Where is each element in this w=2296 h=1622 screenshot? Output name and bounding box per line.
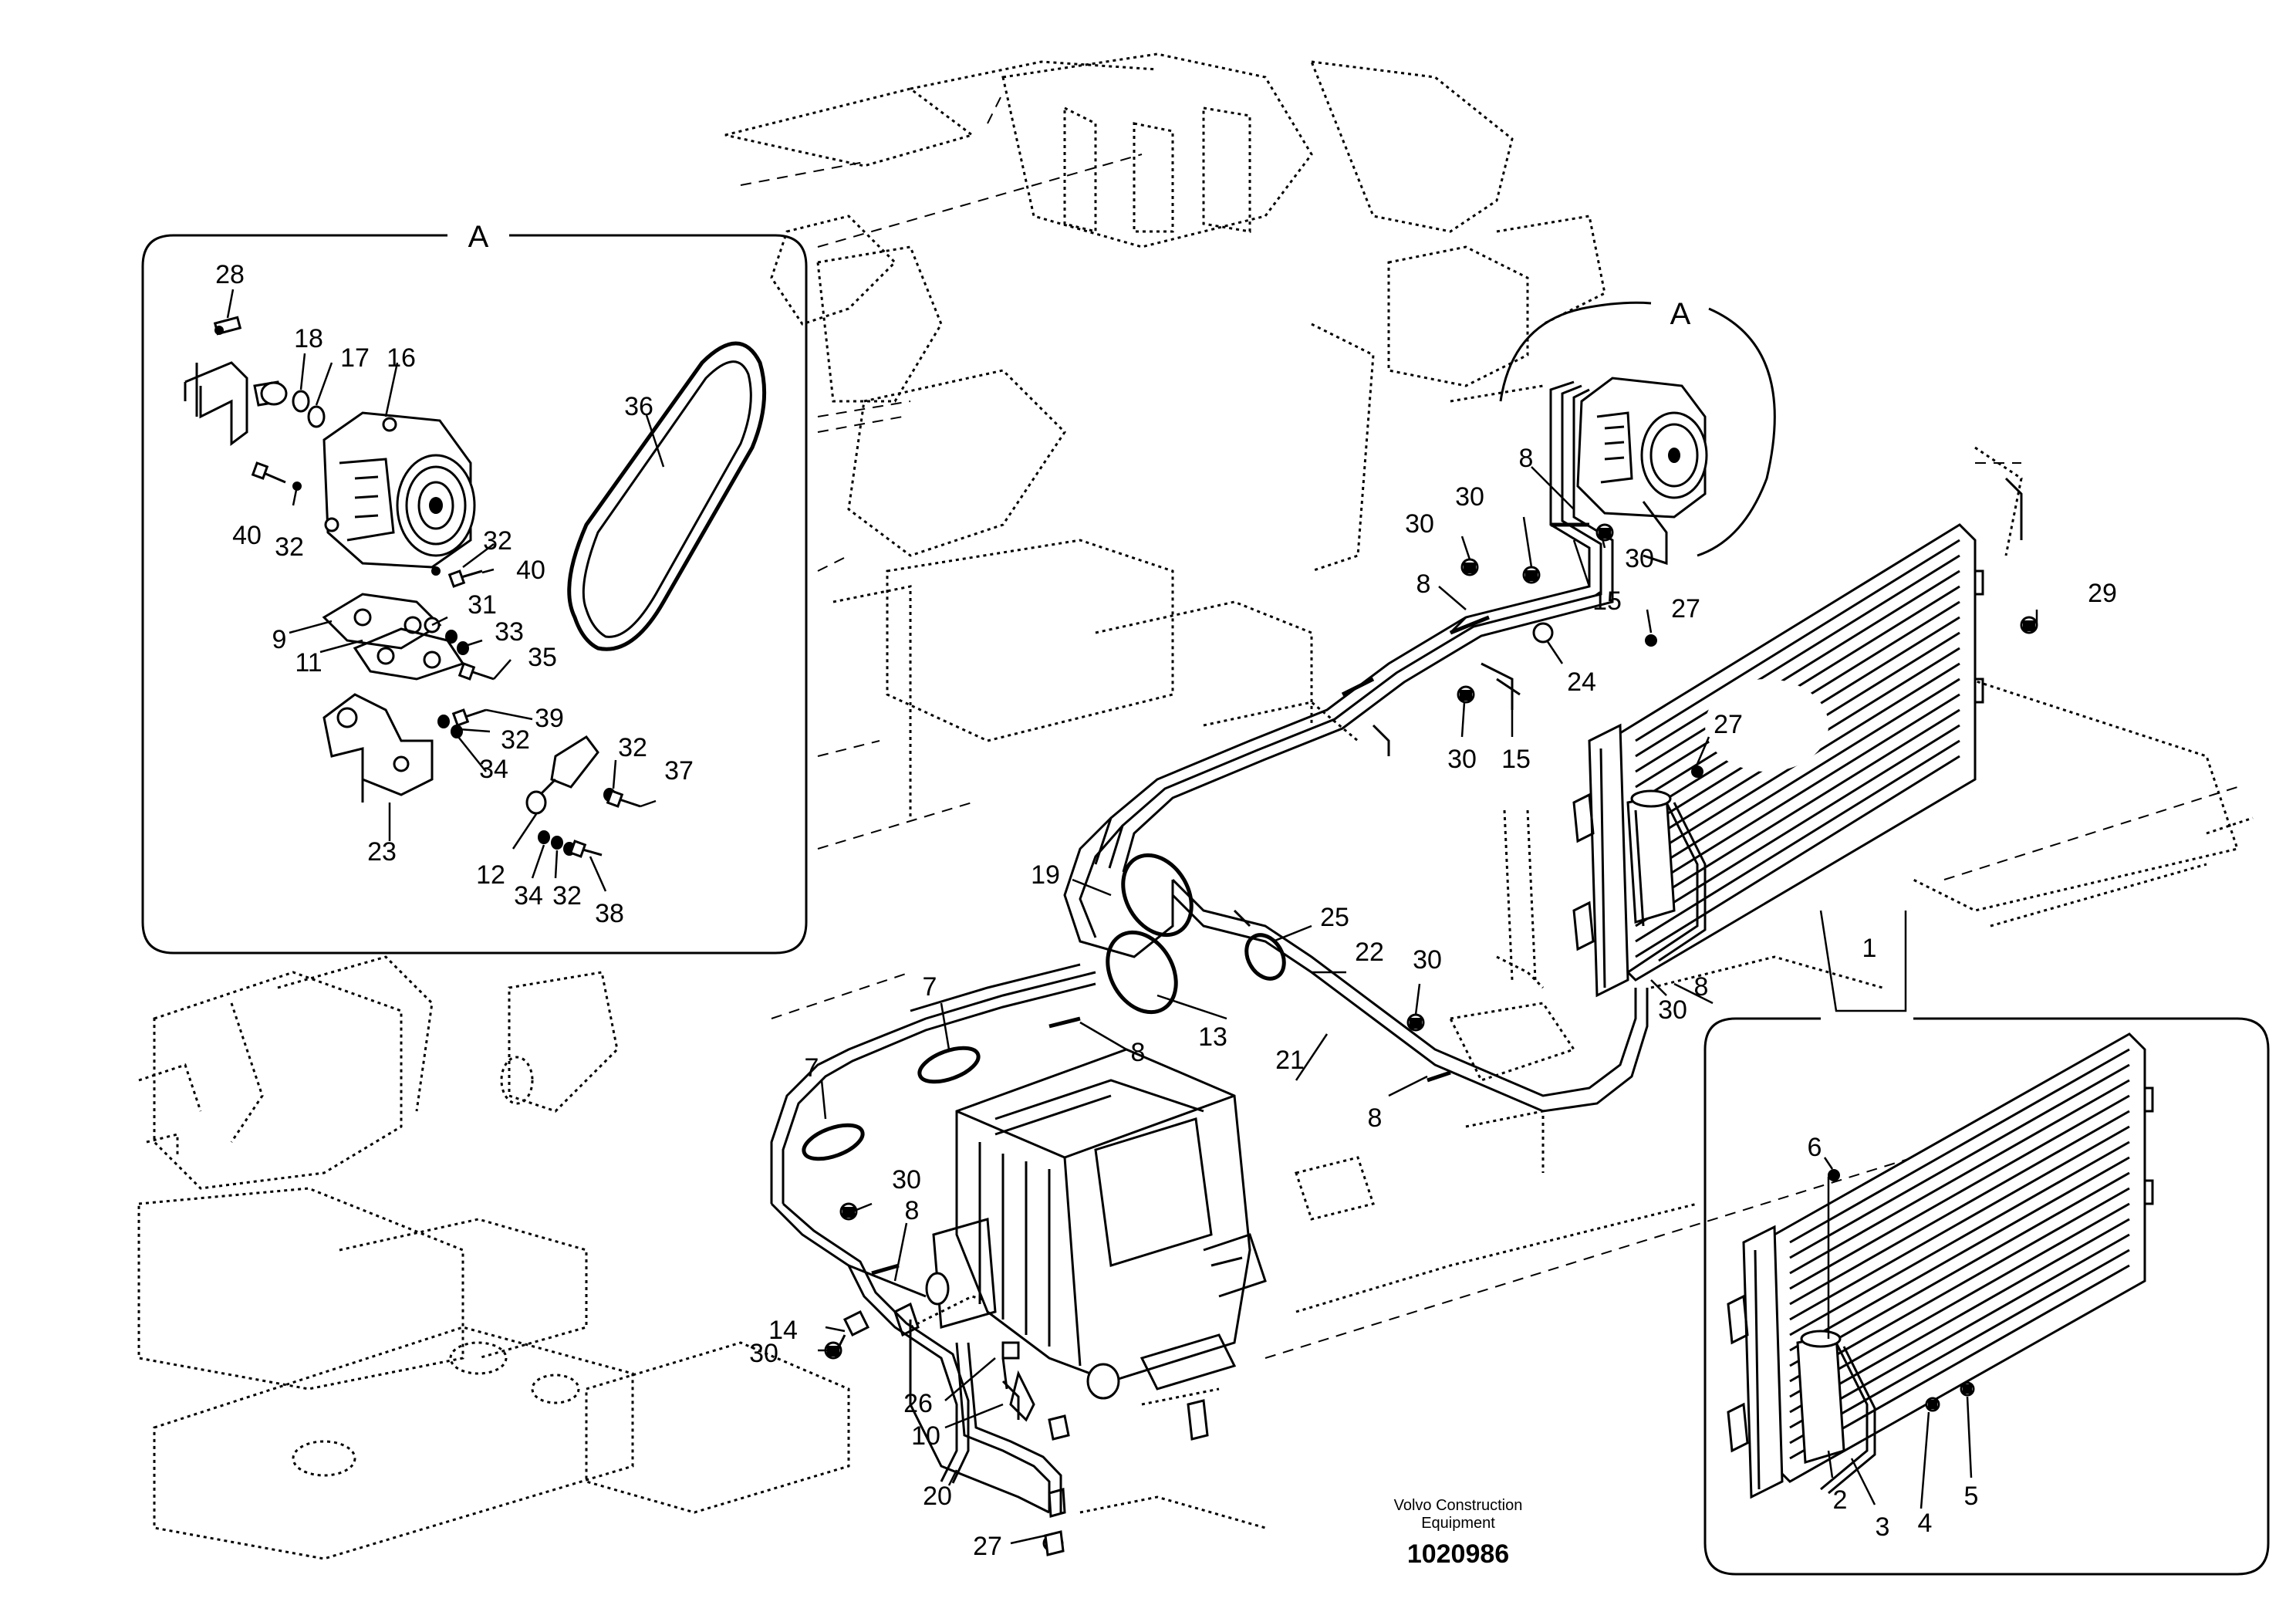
belt-36 <box>567 341 767 651</box>
caption-line-2: Equipment <box>1421 1515 1495 1532</box>
part-label-30c: 30 <box>1625 544 1654 573</box>
part-label-8e: 8 <box>905 1196 920 1225</box>
part-label-2: 2 <box>1833 1485 1848 1515</box>
condenser <box>1572 477 2023 998</box>
part-label-17: 17 <box>340 343 370 373</box>
part-label-40a: 40 <box>232 521 262 550</box>
part-label-19: 19 <box>1031 860 1060 890</box>
main-hoses <box>770 380 1649 1514</box>
mount-bracket-inset <box>322 693 487 803</box>
inset-1-leader-lines <box>1823 1157 1973 1509</box>
part-label-34b: 34 <box>514 881 543 911</box>
part-label-33: 33 <box>495 617 524 647</box>
part-label-9: 9 <box>272 625 287 654</box>
part-label-30g: 30 <box>892 1165 921 1195</box>
part-label-34a: 34 <box>479 755 508 784</box>
part-label-26: 26 <box>903 1389 933 1418</box>
part-label-30b: 30 <box>1405 509 1434 539</box>
part-label-36: 36 <box>624 392 653 421</box>
part-label-8c: 8 <box>1131 1038 1146 1067</box>
part-label-3: 3 <box>1876 1512 1890 1542</box>
part-label-7b: 7 <box>805 1053 819 1083</box>
condenser-detail <box>1727 1032 2154 1499</box>
part-label-15b: 15 <box>1501 745 1531 774</box>
part-label-37: 37 <box>664 756 694 786</box>
part-label-4: 4 <box>1918 1509 1933 1538</box>
part-label-8g: 8 <box>1694 972 1709 1002</box>
part-label-39: 39 <box>535 704 564 733</box>
inset-a-panel: A <box>141 220 808 955</box>
part-label-30h: 30 <box>749 1339 778 1368</box>
part-label-8a: 8 <box>1519 444 1534 473</box>
hose-clamps <box>802 522 1589 1420</box>
part-label-27c: 27 <box>973 1532 1002 1561</box>
part-label-32c: 32 <box>501 725 530 755</box>
part-label-10: 10 <box>911 1421 940 1451</box>
part-label-8d: 8 <box>1368 1103 1383 1133</box>
part-label-16: 16 <box>387 343 416 373</box>
part-label-21: 21 <box>1275 1046 1305 1075</box>
part-label-7a: 7 <box>923 972 937 1002</box>
part-label-32e: 32 <box>552 881 582 911</box>
part-label-8b: 8 <box>1416 569 1431 599</box>
part-label-40b: 40 <box>516 556 545 585</box>
caption-block: Volvo Construction Equipment 1020986 <box>1394 1497 1523 1569</box>
inset-leader-lines <box>226 289 665 892</box>
part-label-22: 22 <box>1355 938 1384 967</box>
small-bolts-inset <box>251 461 483 588</box>
callout-a-title: A <box>1670 297 1691 331</box>
inset-1-part-numbers: 6 2 3 4 5 <box>1808 1133 1979 1542</box>
part-label-28: 28 <box>215 260 245 289</box>
part-label-23: 23 <box>367 837 397 867</box>
compressor-main-drawing <box>1576 377 1708 566</box>
part-label-31: 31 <box>468 590 497 620</box>
part-label-27b: 27 <box>1714 710 1743 739</box>
part-label-29: 29 <box>2088 579 2117 608</box>
tensioner-parts-inset <box>525 735 641 858</box>
drawing-number: 1020986 <box>1407 1539 1509 1569</box>
bracket-plates-inset <box>322 593 495 681</box>
part-label-1: 1 <box>1862 934 1877 963</box>
part-label-30d: 30 <box>1447 745 1477 774</box>
part-label-13: 13 <box>1198 1022 1227 1052</box>
part-label-15a: 15 <box>1592 586 1622 616</box>
machine-frame-background <box>137 52 2254 1560</box>
part-label-14: 14 <box>768 1316 798 1345</box>
part-label-38: 38 <box>595 899 624 928</box>
main-part-numbers: 8 30 30 30 15 8 27 29 24 27 30 15 19 25 … <box>749 444 2117 1561</box>
part-label-11: 11 <box>295 648 322 678</box>
part-label-30e: 30 <box>1413 945 1442 975</box>
part-label-12: 12 <box>476 860 505 890</box>
callout-a: A <box>1499 297 1776 566</box>
part-label-30f: 30 <box>1658 995 1687 1025</box>
part-label-35: 35 <box>528 643 557 672</box>
inset-part-numbers: 28 18 17 16 36 40 32 32 40 9 31 11 33 35… <box>215 260 694 928</box>
compressor-inset-drawing <box>322 411 476 569</box>
part-label-6: 6 <box>1808 1133 1822 1162</box>
part-label-32a: 32 <box>275 532 304 562</box>
part-label-30a: 30 <box>1455 482 1484 512</box>
inset-a-title: A <box>468 220 489 254</box>
dashed-reference-lines <box>740 92 2238 1359</box>
part-label-27a: 27 <box>1671 594 1700 623</box>
compressor-bracket-drawing <box>184 316 326 446</box>
inset-1-panel: 6 2 3 4 5 <box>1703 1017 2270 1576</box>
part-label-25: 25 <box>1320 903 1349 932</box>
caption-line-1: Volvo Construction <box>1394 1497 1523 1514</box>
hvac-unit <box>925 1048 1267 1400</box>
part-label-32b: 32 <box>483 526 512 556</box>
main-hardware <box>824 523 2038 1556</box>
part-label-18: 18 <box>294 324 323 353</box>
part-label-20: 20 <box>923 1482 952 1511</box>
part-label-24: 24 <box>1567 667 1596 697</box>
main-leader-lines <box>818 466 2038 1545</box>
part-label-32d: 32 <box>618 733 647 762</box>
part-label-5: 5 <box>1964 1482 1979 1511</box>
